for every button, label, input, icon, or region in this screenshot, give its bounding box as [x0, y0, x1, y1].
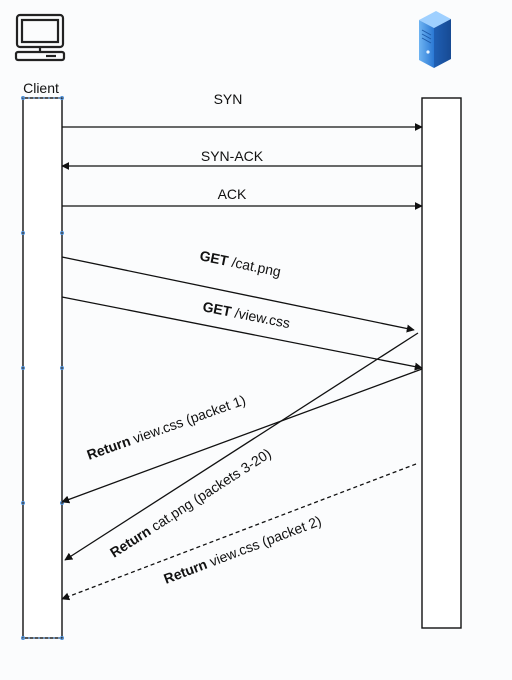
- get-view-arrow: [61, 296, 423, 371]
- server-lifeline: [421, 97, 462, 629]
- return-view-2-label: Return view.css (packet 2): [161, 512, 323, 586]
- get-view-label: GET /view.css: [201, 298, 291, 331]
- syn-ack-label: SYN-ACK: [201, 148, 264, 164]
- return-cat-arrow: [64, 332, 419, 561]
- computer-monitor-icon: [14, 13, 66, 62]
- return-view-2-arrow: [61, 463, 417, 601]
- return-view-1-arrow: [61, 368, 423, 504]
- get-cat-arrow: [61, 256, 415, 333]
- client-label: Client: [23, 80, 59, 96]
- return-view-1-label: Return view.css (packet 1): [85, 392, 248, 463]
- server-tower-icon: [419, 11, 451, 68]
- get-cat-label: GET /cat.png: [198, 247, 282, 279]
- ack-label: ACK: [218, 186, 247, 202]
- syn-label: SYN: [214, 91, 243, 107]
- client-lifeline: [21, 96, 64, 640]
